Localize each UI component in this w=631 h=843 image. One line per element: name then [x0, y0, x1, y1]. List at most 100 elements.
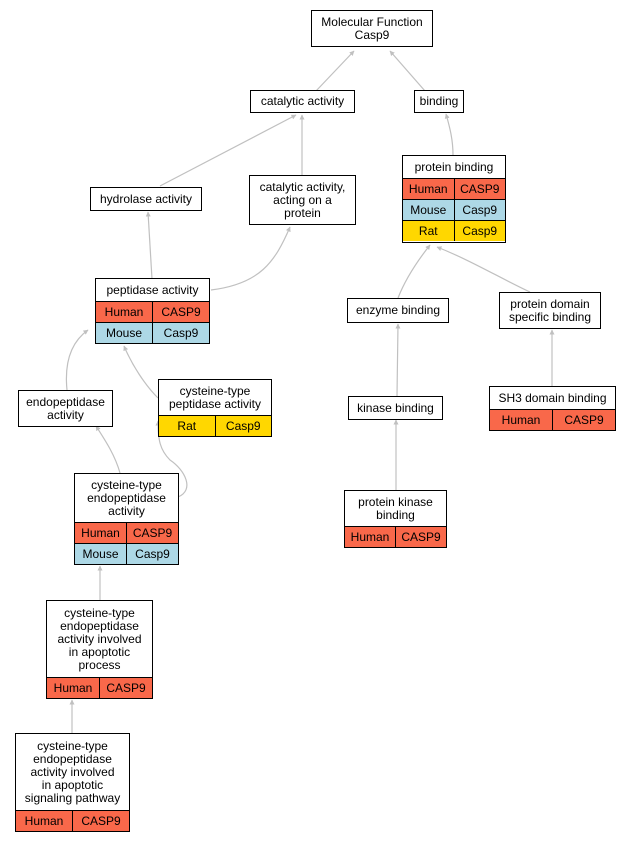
species-row-rat: Rat Casp9 — [159, 415, 271, 436]
node-line: protein domain — [510, 296, 590, 311]
species-label: Mouse — [82, 546, 119, 561]
gene-label: Casp9 — [214, 416, 272, 436]
node-protein-binding[interactable]: protein binding Human CASP9 Mouse Casp9 … — [402, 155, 506, 243]
edge-protein-binding-to-binding — [444, 113, 454, 156]
edge-binding-to-molecular — [389, 50, 426, 92]
species-label: Human — [104, 304, 144, 319]
node-enzyme-binding[interactable]: enzyme binding — [347, 298, 449, 323]
species-row-rat: Rat Casp9 — [403, 220, 505, 241]
edge-hydrolase-to-catalytic — [159, 114, 297, 187]
node-molecular-function[interactable]: Molecular Function Casp9 — [311, 10, 433, 47]
edge-cysteine-endo-to-endopeptidase — [95, 425, 121, 474]
species-row-human: Human CASP9 — [75, 522, 178, 543]
species-label: Human — [501, 412, 541, 427]
node-line: endopeptidase — [87, 490, 166, 505]
node-line: endopeptidase — [60, 618, 139, 633]
node-line: peptidase activity — [106, 282, 199, 297]
node-line: endopeptidase — [33, 751, 112, 766]
node-line: signaling pathway — [24, 790, 121, 805]
node-line: catalytic activity — [260, 94, 345, 108]
node-line: cysteine-type — [64, 605, 135, 620]
node-line: process — [78, 657, 121, 672]
node-cysteine-peptidase-activity[interactable]: cysteine-type peptidase activity Rat Cas… — [158, 379, 272, 437]
node-kinase-binding[interactable]: kinase binding — [348, 396, 443, 420]
species-label: Human — [24, 813, 64, 828]
node-hydrolase-activity[interactable]: hydrolase activity — [90, 187, 202, 211]
node-line: binding — [419, 94, 459, 108]
species-row-human: Human CASP9 — [96, 301, 209, 322]
node-line: protein binding — [414, 159, 494, 174]
gene-label: CASP9 — [552, 410, 615, 430]
node-line: enzyme binding — [355, 303, 441, 317]
species-row-human: Human CASP9 — [16, 810, 129, 831]
node-line: activity — [108, 503, 145, 518]
node-line: in apoptotic — [68, 644, 131, 659]
node-cysteine-endopeptidase-apoptotic-signaling[interactable]: cysteine-type endopeptidase activity inv… — [15, 733, 130, 832]
gene-label: CASP9 — [126, 523, 178, 543]
species-label: Mouse — [105, 325, 143, 340]
node-line: protein kinase — [358, 494, 433, 509]
gene-label: CASP9 — [72, 811, 129, 831]
node-line: cysteine-type — [37, 738, 108, 753]
edge-endopeptidase-to-peptidase — [65, 329, 89, 391]
edge-domain-binding-to-protein-binding — [436, 246, 531, 293]
species-label: Human — [350, 529, 390, 544]
node-line: Molecular Function — [321, 14, 423, 29]
species-label: Mouse — [410, 202, 447, 217]
edge-peptidase-to-catalytic-protein — [210, 226, 291, 291]
edge-catalytic-to-molecular — [315, 50, 355, 92]
node-protein-kinase-binding[interactable]: protein kinase binding Human CASP9 — [344, 490, 447, 548]
species-row-human: Human CASP9 — [47, 677, 152, 698]
node-line: specific binding — [508, 309, 592, 324]
species-label: Human — [408, 181, 448, 196]
edge-peptidase-to-hydrolase — [145, 211, 153, 280]
node-line: activity involved — [57, 631, 142, 646]
node-line: in apoptotic — [41, 777, 104, 792]
node-line: hydrolase activity — [99, 191, 193, 206]
species-row-human: Human CASP9 — [345, 526, 446, 547]
node-line: acting on a — [273, 192, 332, 207]
node-cysteine-endopeptidase-activity[interactable]: cysteine-type endopeptidase activity Hum… — [74, 473, 179, 565]
node-peptidase-activity[interactable]: peptidase activity Human CASP9 Mouse Cas… — [95, 278, 210, 344]
node-endopeptidase-activity[interactable]: endopeptidase activity — [18, 390, 113, 427]
species-row-mouse: Mouse Casp9 — [96, 322, 209, 343]
species-row-human: Human CASP9 — [403, 178, 505, 199]
node-sh3-domain-binding[interactable]: SH3 domain binding Human CASP9 — [489, 386, 616, 431]
species-row-mouse: Mouse Casp9 — [75, 543, 178, 564]
node-line: endopeptidase — [26, 394, 105, 409]
node-cysteine-endopeptidase-apoptotic-process[interactable]: cysteine-type endopeptidase activity inv… — [46, 600, 153, 699]
node-line: activity — [47, 407, 84, 422]
gene-label: Casp9 — [152, 323, 209, 343]
gene-label: Casp9 — [453, 221, 506, 241]
species-label: Rat — [418, 223, 438, 238]
species-label: Human — [81, 525, 120, 540]
node-line: catalytic activity, — [259, 179, 346, 194]
edge-enzyme-binding-to-protein-binding — [397, 244, 431, 299]
node-line: activity involved — [30, 764, 115, 779]
node-line: cysteine-type — [91, 477, 162, 492]
node-protein-domain-binding[interactable]: protein domain specific binding — [499, 292, 601, 329]
node-line: cysteine-type — [179, 383, 251, 398]
node-line: kinase binding — [357, 400, 434, 415]
node-line: Casp9 — [354, 27, 390, 42]
node-line: protein — [284, 205, 321, 220]
gene-label: CASP9 — [453, 179, 506, 199]
node-line: SH3 domain binding — [498, 390, 607, 405]
edge-kinase-binding-to-enzyme-binding — [395, 323, 401, 397]
node-catalytic-activity[interactable]: catalytic activity — [250, 90, 355, 113]
species-row-human: Human CASP9 — [490, 409, 615, 430]
gene-label: CASP9 — [395, 527, 446, 547]
gene-label: CASP9 — [99, 678, 152, 698]
edge-cysteine-peptidase-to-peptidase — [123, 345, 159, 399]
node-line: binding — [376, 507, 415, 522]
gene-label: CASP9 — [152, 302, 209, 322]
node-catalytic-activity-protein[interactable]: catalytic activity, acting on a protein — [249, 175, 356, 225]
species-label: Rat — [177, 418, 197, 433]
node-line: peptidase activity — [168, 396, 262, 411]
gene-label: Casp9 — [453, 200, 506, 220]
species-label: Human — [53, 680, 93, 695]
species-row-mouse: Mouse Casp9 — [403, 199, 505, 220]
node-binding[interactable]: binding — [414, 90, 464, 113]
gene-label: Casp9 — [126, 544, 178, 564]
